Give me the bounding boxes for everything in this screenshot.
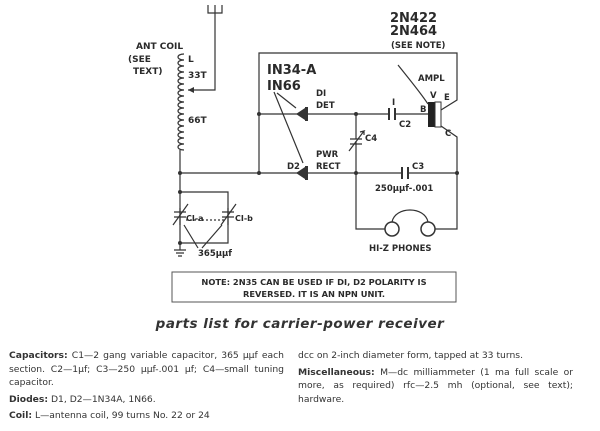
- headphones-icon: [384, 209, 436, 237]
- diode-d1-icon: [296, 107, 308, 121]
- diode-type-2: IN66: [267, 79, 301, 94]
- c2-value-label: I: [392, 98, 395, 108]
- antenna-coil: [177, 53, 185, 173]
- see-note-label: (SEE NOTE): [391, 41, 446, 51]
- note-line-1: NOTE: 2N35 CAN BE USED IF DI, D2 POLARIT…: [201, 277, 426, 287]
- c1-value-label: 365µµf: [198, 249, 232, 259]
- parts-list-title: parts list for carrier-power receiver: [155, 316, 445, 332]
- ant-coil-label-2: (SEE: [128, 55, 151, 65]
- coil-text-continued: dcc on 2-inch diameter form, tapped at 3…: [298, 350, 524, 361]
- ground-icon: [174, 249, 186, 257]
- c1a-label: CI-a: [186, 214, 204, 223]
- ant-coil-label-3: TEXT): [133, 67, 162, 77]
- note-box: [171, 271, 457, 303]
- misc-heading: Miscellaneous:: [298, 366, 375, 378]
- diode-type-1: IN34-A: [267, 63, 316, 78]
- transistor-type-1: 2N422: [390, 11, 437, 26]
- pin-b-label: B: [420, 105, 426, 115]
- coil-text: L—antenna coil, 99 turns No. 22 or 24: [34, 410, 210, 422]
- antenna-icon: [188, 5, 223, 93]
- tap-33t-label: 33T: [188, 71, 208, 81]
- diodes-heading: Diodes:: [9, 393, 49, 405]
- ampl-label: AMPL: [418, 74, 445, 84]
- c1b-label: CI-b: [235, 214, 253, 223]
- pwr-label: PWR: [316, 150, 339, 160]
- turns-66t-label: 66T: [188, 116, 208, 126]
- capacitor-c3-icon: [401, 167, 409, 179]
- c3-label: C3: [412, 162, 424, 172]
- note-line-2: REVERSED. IT IS AN NPN UNIT.: [243, 289, 385, 299]
- variable-capacitor-c1b-icon: [183, 203, 237, 249]
- pin-c-label: C: [445, 129, 451, 139]
- diode-pointer-lines: [273, 91, 304, 164]
- diodes-text: D1, D2—1N34A, 1N66.: [50, 393, 156, 405]
- c3-value-label: 250µµf-.001: [375, 184, 433, 194]
- d2-label: D2: [287, 162, 300, 172]
- coil-heading: Coil:: [9, 410, 33, 422]
- junction-dots: [178, 112, 459, 245]
- pin-v-label: V: [430, 91, 437, 101]
- variable-capacitor-c1a-icon: [172, 203, 189, 226]
- c2-label: C2: [399, 120, 411, 130]
- capacitors-text: C1—2 gang variable capacitor, 365 µµf ea…: [9, 350, 284, 389]
- det-label: DET: [316, 101, 335, 111]
- transistor-type-2: 2N464: [390, 24, 437, 39]
- pin-e-label: E: [444, 93, 450, 103]
- phones-label: HI-Z PHONES: [369, 244, 432, 254]
- capacitor-c2-icon: [388, 108, 396, 120]
- transistor-icon: [397, 64, 442, 128]
- rect-label: RECT: [316, 162, 341, 172]
- d1-label: DI: [316, 89, 326, 99]
- parts-list-right-column: dcc on 2-inch diameter form, tapped at 3…: [298, 349, 573, 409]
- misc-text: M—dc milliammeter (1 ma full scale or mo…: [298, 366, 574, 405]
- coil-l-label: L: [188, 55, 194, 65]
- diode-d2-icon: [296, 166, 308, 180]
- c4-label: C4: [365, 134, 377, 144]
- parts-list-left-column: Capacitors: C1—2 gang variable capacitor…: [9, 349, 284, 426]
- capacitors-heading: Capacitors:: [9, 350, 68, 361]
- ant-coil-label: ANT COIL: [136, 42, 183, 52]
- variable-capacitor-c4-icon: [348, 130, 366, 152]
